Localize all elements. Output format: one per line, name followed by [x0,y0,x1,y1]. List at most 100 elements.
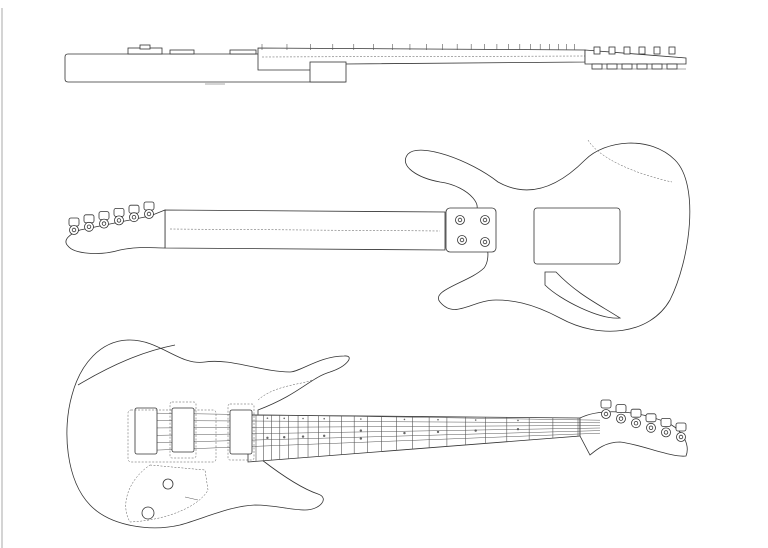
front-tuner-key [630,408,642,418]
side-truss-rod [261,55,586,58]
back-neck-screw-center [457,217,463,223]
front-side-dot [403,418,406,421]
front-tuner-post [678,434,684,440]
front-inlay-dot [266,436,269,440]
back-tuner-key [113,207,125,217]
back-neck-screws [455,215,490,247]
back-tuner-key [143,201,155,211]
side-pickup-bridge [169,49,195,55]
side-tuner-peg [638,46,646,55]
back-tuner-key [98,211,110,221]
front-inlay-dot [301,435,305,438]
front-view [66,339,688,529]
back-neck [164,209,446,251]
front-tuner-post [603,411,609,417]
front-pickup-neck [229,409,253,455]
front-tuner-key [660,417,672,427]
back-control-cover [533,207,621,265]
side-tuner-post [651,63,663,70]
back-truss-line [169,228,441,232]
side-tuner-peg [623,46,631,55]
front-pickup-neck-ring [227,403,255,461]
front-tuner-key [600,399,612,409]
side-neck [257,47,586,71]
back-tuner-key [128,204,140,214]
front-inlay-dot [359,429,363,432]
front-headstock [579,411,688,457]
front-inlay-dot [436,430,440,434]
front-side-dot [517,419,519,422]
back-tuner-post [146,211,152,217]
back-neck-screw-center [459,237,465,243]
front-side-dot [323,417,325,420]
front-tuner-post [633,421,639,426]
back-tuner-post [71,227,77,233]
front-side-dot [437,418,439,421]
back-neck-screw-center [482,217,488,223]
front-control-plate [125,464,209,523]
front-switch [184,496,199,501]
back-tuner-post [101,221,107,226]
side-tuner-peg [608,46,616,55]
front-pickup-bridge-ring [169,401,197,459]
front-string [145,427,601,436]
front-string [145,432,601,451]
front-side-dot [266,417,269,419]
side-fret-ticks [261,44,575,50]
front-body [66,339,350,529]
front-string [145,420,601,424]
back-view [65,139,691,332]
front-frets [255,415,579,462]
side-tuner-post [621,63,633,70]
back-tuner-post [131,214,137,220]
back-tuners [68,201,155,235]
back-neck-screw-center [482,239,488,245]
side-saddle [139,44,151,50]
front-strings [145,412,601,451]
front-bridge-route [127,409,217,463]
front-tuner-key [675,422,687,432]
front-side-dot [360,418,362,420]
front-side-dot [283,417,286,420]
back-tuner-post [86,224,92,229]
front-body-bevel [77,344,176,386]
front-side-dot [302,417,304,420]
front-pickguard-line [257,379,313,401]
side-tuner-post [666,63,678,70]
side-tuner-post [606,63,618,70]
side-tuner-post [636,63,648,70]
front-tuner-key [615,404,627,414]
side-tuner-peg [653,46,661,55]
back-body-contour [587,139,673,183]
front-string [145,412,601,421]
front-volume-knob [162,478,174,490]
front-bridge [134,407,158,455]
front-inlay-dot [359,437,363,440]
back-tuner-key [68,217,80,227]
back-tuner-key [83,214,95,224]
side-tuner-peg [668,46,676,55]
front-tuners [600,399,687,442]
side-tuner-post [591,63,603,70]
front-string [145,425,601,429]
back-tremolo-cavity [544,271,622,319]
side-view [64,44,687,85]
back-tuner-post [116,218,122,223]
front-side-dot [474,419,477,421]
side-pickup-neck [229,49,257,55]
front-tuner-post [648,425,654,430]
front-tuner-post [663,430,669,435]
front-inlay-dot [322,434,326,438]
front-tone-knob [141,506,155,520]
front-inlay-dot [283,436,286,439]
front-tuner-key [645,413,657,423]
side-neck-joint [309,61,347,83]
front-pickup-bridge [171,407,195,453]
front-inlay-dot [403,431,406,435]
front-inlay-dot [474,429,477,432]
side-tuner-peg [593,46,601,55]
front-tuner-post [618,416,624,421]
front-string [145,430,601,444]
